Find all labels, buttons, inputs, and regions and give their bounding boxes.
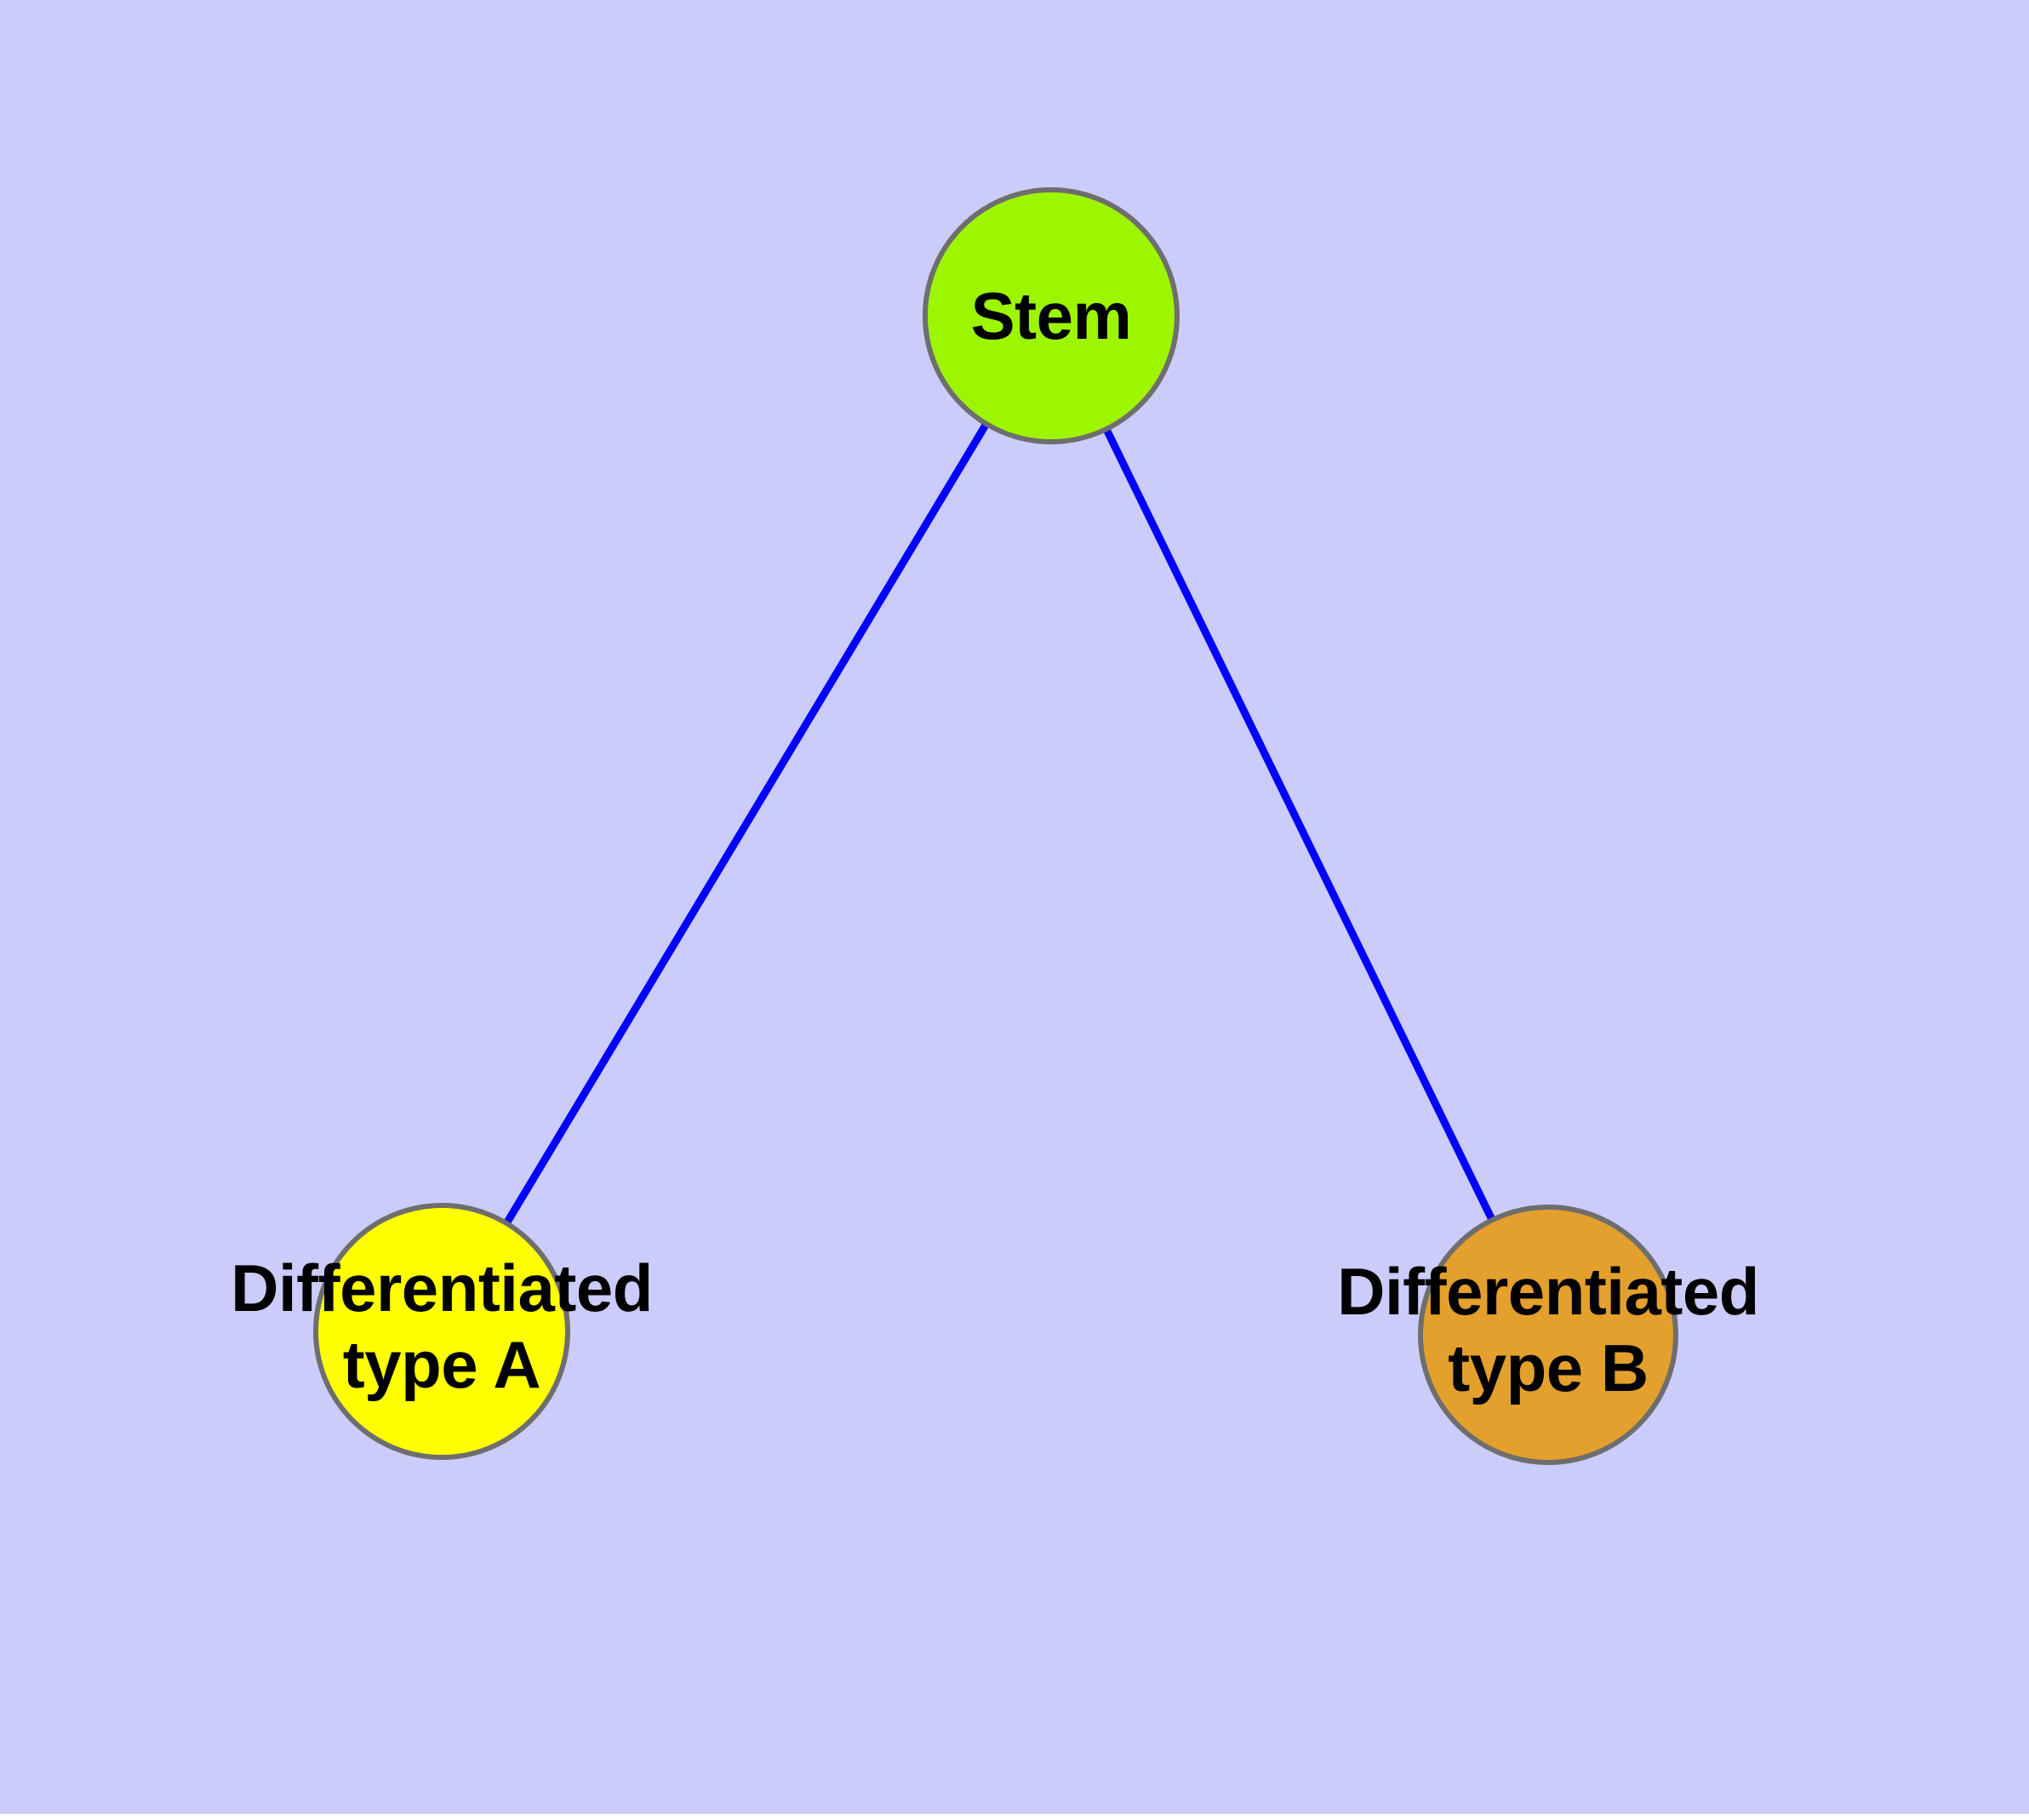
node-label-stem: Stem bbox=[626, 278, 1477, 354]
node-label-line: type B bbox=[1448, 1330, 1649, 1405]
node-differentiated-type-a[interactable] bbox=[313, 1203, 570, 1460]
node-label-line: Differentiated bbox=[1337, 1253, 1759, 1329]
node-label-line: type A bbox=[342, 1326, 541, 1402]
node-label-line: Stem bbox=[970, 278, 1132, 353]
edge-stem-to-diff-b bbox=[1102, 426, 1496, 1223]
node-stem[interactable] bbox=[923, 187, 1180, 444]
edge-stem-to-diff-a bbox=[502, 421, 991, 1227]
node-label-line: Differentiated bbox=[231, 1250, 653, 1325]
node-differentiated-type-b[interactable] bbox=[1418, 1205, 1678, 1465]
